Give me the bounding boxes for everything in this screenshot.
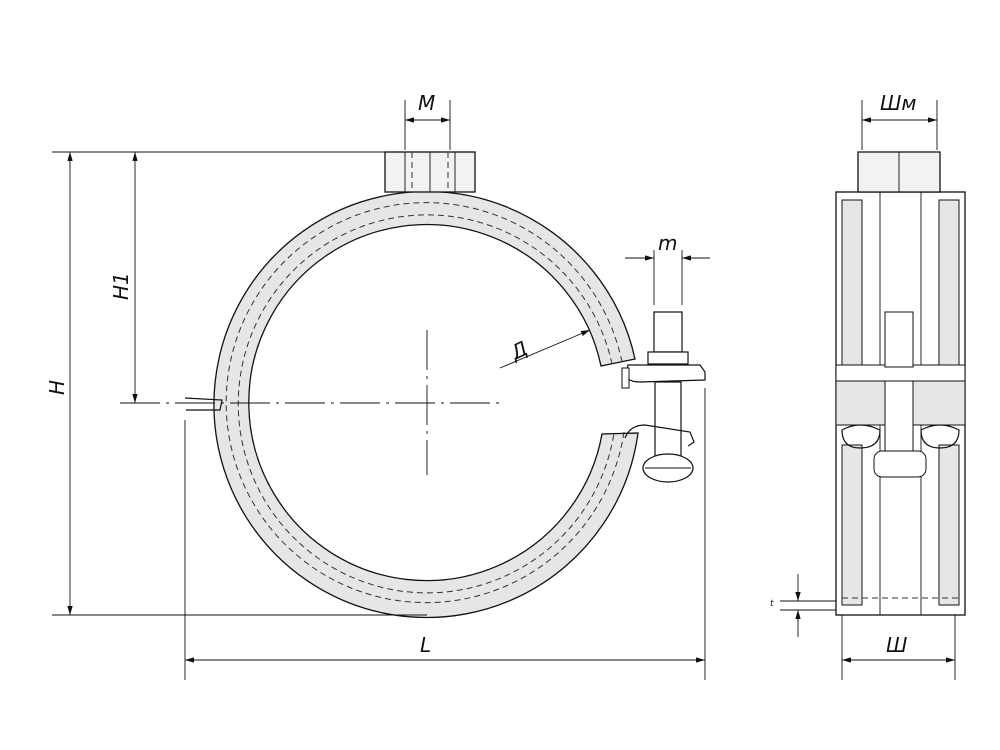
dimension-h: H bbox=[45, 151, 427, 616]
bolt-assembly bbox=[621, 311, 706, 483]
dimension-shm: Шм bbox=[861, 91, 938, 150]
dimension-m: M bbox=[404, 91, 451, 150]
dimension-l: L bbox=[184, 388, 706, 680]
label-sh: Ш bbox=[886, 633, 907, 657]
dimension-sh: Ш bbox=[841, 615, 956, 680]
dimension-d: Д bbox=[499, 329, 591, 369]
label-h1: H1 bbox=[109, 272, 133, 300]
label-m: M bbox=[418, 91, 435, 115]
dimension-h1: H1 bbox=[109, 152, 138, 403]
top-nut bbox=[384, 151, 476, 193]
rubber-liner-outer bbox=[225, 202, 625, 604]
dimension-t: t bbox=[770, 574, 836, 637]
front-view bbox=[120, 151, 706, 619]
clamp-ring bbox=[213, 190, 639, 619]
label-d: Д bbox=[506, 336, 531, 365]
side-view bbox=[835, 151, 966, 616]
label-l: L bbox=[420, 633, 431, 657]
label-small-m: m bbox=[658, 231, 677, 255]
label-t: t bbox=[770, 599, 774, 609]
label-shm: Шм bbox=[880, 91, 916, 115]
left-clip bbox=[184, 397, 223, 411]
dimension-small-m: m bbox=[625, 231, 710, 305]
label-h: H bbox=[45, 380, 69, 395]
